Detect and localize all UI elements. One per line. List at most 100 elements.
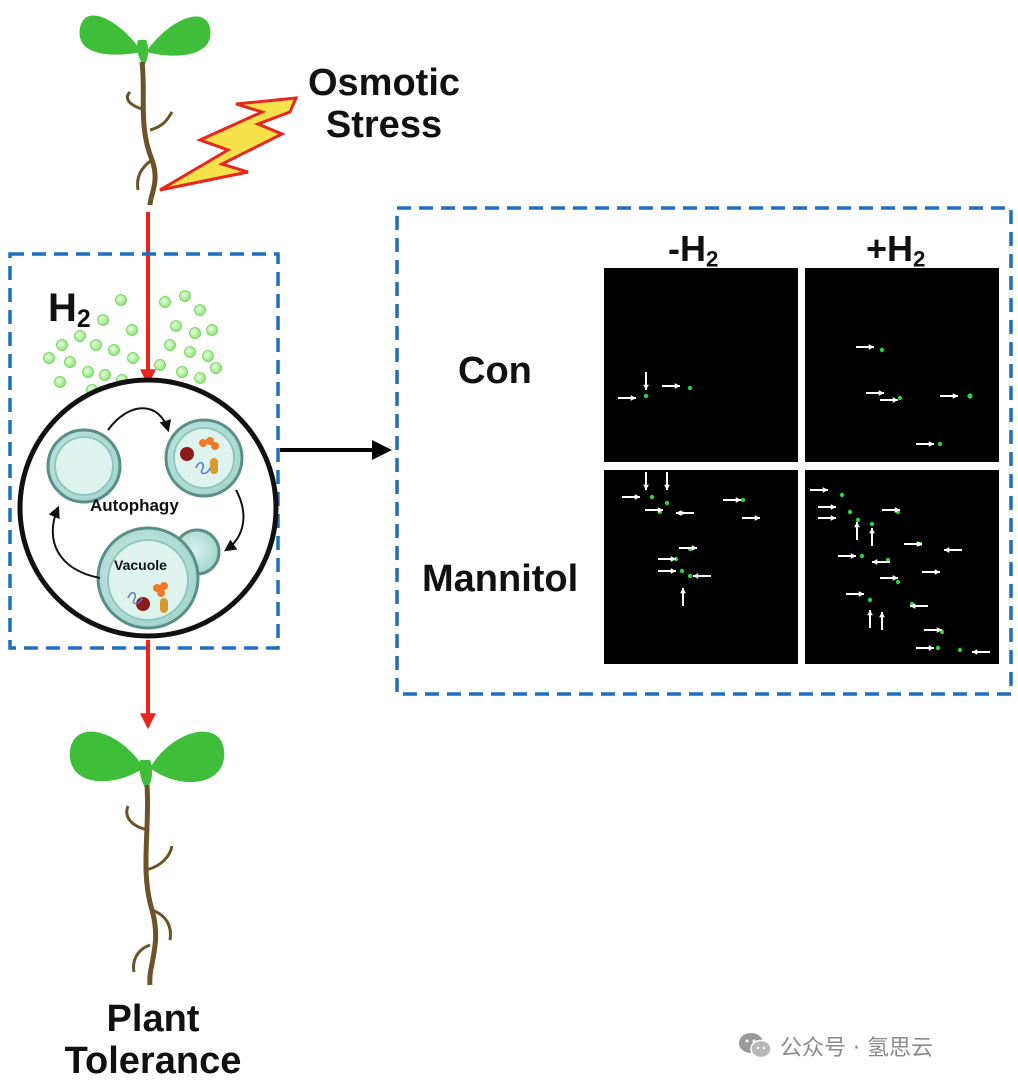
puncta-dot — [967, 393, 973, 399]
puncta-dot — [859, 553, 865, 559]
h2-bubble — [90, 339, 102, 351]
cycle-arrow-top — [107, 407, 172, 433]
puncta-dot — [664, 500, 670, 506]
pointer-arrow-head — [693, 573, 699, 579]
pointer-arrow-head — [936, 627, 942, 633]
pointer-arrow-head — [916, 541, 922, 547]
pointer-arrow-head — [934, 569, 940, 575]
pointer-arrow-head — [928, 645, 934, 651]
puncta-dot — [687, 385, 693, 391]
h2-bubble — [194, 304, 206, 316]
puncta-dot — [879, 347, 885, 353]
pointer-arrow-head — [657, 507, 663, 513]
pointer-arrow-head — [894, 507, 900, 513]
pointer-arrow-head — [952, 393, 958, 399]
h2-bubble — [82, 366, 94, 378]
h2-bubble — [179, 290, 191, 302]
pointer-arrow-head — [872, 559, 878, 565]
pointer-arrow-head — [754, 515, 760, 521]
pointer-arrow-head — [854, 522, 860, 528]
label-stress: Stress — [325, 104, 443, 146]
left-dashed-box — [8, 252, 280, 650]
watermark-text: 公众号 · 氢思云 — [780, 1036, 933, 1061]
h2-bubble — [99, 369, 111, 381]
cycle-arrow-left — [48, 505, 101, 579]
h2-bubble — [170, 320, 182, 332]
h2-bubble — [176, 366, 188, 378]
puncta-dot — [935, 645, 941, 651]
h2-subscript: 2 — [76, 306, 91, 334]
pointer-arrow-head — [879, 612, 885, 618]
cycle-arrow-right — [224, 489, 245, 552]
seedling-bottom-icon — [69, 731, 225, 986]
pointer-arrow-head — [867, 610, 873, 616]
h2-bubble — [202, 350, 214, 362]
h2-bubble — [206, 324, 218, 336]
puncta-dot — [679, 568, 685, 574]
pointer-arrow-head — [691, 545, 697, 551]
pointer-arrow-head — [892, 575, 898, 581]
pointer-arrow-head — [735, 497, 741, 503]
label-plant: Plant — [106, 998, 200, 1040]
row-label-mannitol: Mannitol — [422, 558, 579, 600]
puncta-dot — [869, 521, 875, 527]
pointer-arrow-head — [670, 556, 676, 562]
micrograph-grid — [604, 268, 999, 664]
puncta-dot — [740, 497, 746, 503]
h2-bubble — [184, 346, 196, 358]
panel-mannitol-minus-h2 — [604, 470, 798, 664]
label-osmotic-stress: Osmotic Stress — [296, 62, 472, 146]
puncta-dot — [867, 597, 873, 603]
puncta-dot — [649, 494, 655, 500]
panel-mannitol-plus-h2 — [805, 470, 999, 664]
pointer-arrow-head — [830, 504, 836, 510]
vacuole-top-left — [46, 428, 122, 504]
pointer-arrow-head — [643, 484, 649, 490]
col-plus-sub: 2 — [913, 246, 926, 272]
label-autophagy: Autophagy — [90, 496, 179, 515]
panel-con-minus-h2 — [604, 268, 798, 462]
pointer-arrow-head — [878, 390, 884, 396]
pointer-arrow-head — [676, 510, 682, 516]
h2-bubble — [154, 359, 166, 371]
pointer-arrow-head — [822, 487, 828, 493]
label-vacuole: Vacuole — [114, 557, 167, 573]
h2-bubble — [126, 324, 138, 336]
h2-bubble — [43, 352, 55, 364]
h2-bubble — [64, 356, 76, 368]
h2-bubble — [108, 344, 120, 356]
pointer-arrow-head — [634, 494, 640, 500]
puncta-dot — [847, 509, 853, 515]
h2-bubble — [54, 376, 66, 388]
column-label-plus-h2: +H2 — [866, 228, 925, 273]
h2-bubble — [115, 294, 127, 306]
pointer-arrow-head — [858, 591, 864, 597]
h2-bubble — [74, 330, 86, 342]
pointer-arrow-head — [643, 384, 649, 390]
pointer-arrow-head — [850, 553, 856, 559]
label-h2: H2 — [48, 286, 91, 334]
pointer-arrow-head — [868, 344, 874, 350]
label-plant-tolerance: Plant Tolerance — [48, 998, 258, 1082]
puncta-dot — [687, 573, 693, 579]
col-minus-sub: 2 — [706, 246, 719, 272]
pointer-arrow-head — [972, 649, 978, 655]
panel-con-plus-h2 — [805, 268, 999, 462]
h2-bubble — [56, 339, 68, 351]
pointer-arrow-head — [674, 383, 680, 389]
puncta-dot — [855, 517, 861, 523]
label-osmotic: Osmotic — [307, 62, 461, 104]
watermark: 公众号 · 氢思云 — [738, 1030, 933, 1062]
puncta-dot — [643, 393, 649, 399]
h2-bubble — [159, 296, 171, 308]
label-tolerance: Tolerance — [64, 1040, 242, 1082]
pointer-arrow-head — [630, 395, 636, 401]
wechat-icon — [739, 1033, 772, 1059]
pointer-arrow-head — [670, 568, 676, 574]
row-label-con: Con — [458, 350, 532, 392]
lightning-bolt-icon — [159, 96, 299, 192]
pointer-arrow-head — [910, 603, 916, 609]
h2-bubble — [210, 362, 222, 374]
